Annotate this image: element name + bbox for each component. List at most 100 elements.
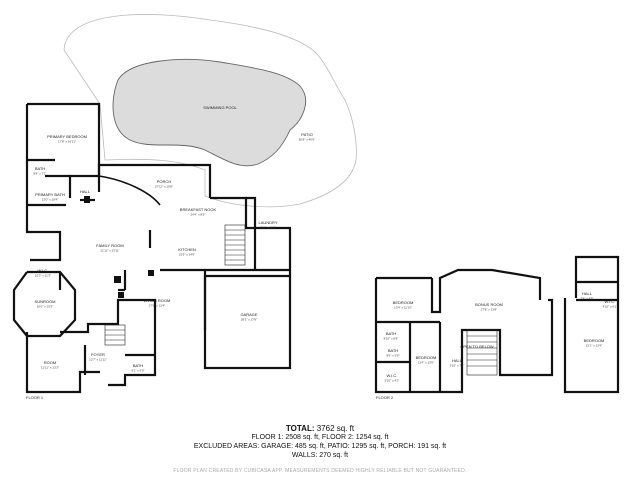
room-name: OPEN TO BELOW: [460, 344, 494, 349]
room-open-to-below: OPEN TO BELOW: [460, 344, 494, 349]
floor-2-stairs: [466, 329, 498, 376]
patio-outline: [63, 14, 357, 208]
floor-1-walls: [12, 102, 292, 394]
room-name: BATH: [388, 348, 398, 353]
room-dims: 28'3" x 27'9": [241, 318, 257, 322]
room-dims: 24'4" x 8'9": [191, 213, 206, 217]
floors-summary: FLOOR 1: 2508 sq. ft, FLOOR 2: 1254 sq. …: [251, 434, 389, 441]
floor-1-pillars: [84, 196, 154, 298]
room-dims: 8'8" x 7'1": [33, 172, 46, 176]
room-dims: 23'6" x 14'6": [179, 253, 195, 257]
room-name: SWIMMING POOL: [203, 105, 237, 110]
room-name: FOYER: [91, 352, 105, 357]
walls-summary: WALLS: 270 sq. ft: [291, 452, 349, 459]
room-dims: 13'4" x 11'10": [394, 306, 412, 310]
disclaimer: FLOOR PLAN CREATED BY CUBICASA APP. MEAS…: [173, 468, 467, 474]
room-name: HALL: [582, 291, 593, 296]
room-dims: 3'10" x 7'1": [450, 364, 465, 368]
total-line: TOTAL: 3762 sq. ft: [0, 424, 640, 433]
area-summary: TOTAL: 3762 sq. ft FLOOR 1: 2508 sq. ft,…: [0, 424, 640, 476]
room-dims: 11'4" x 13'0": [418, 361, 434, 365]
room-dims: 27'11" x 10'8": [155, 185, 173, 189]
room-dims: 8'11" x 11'9": [260, 226, 276, 230]
excluded-summary: EXCLUDED AREAS: GARAGE: 485 sq. ft, PATI…: [193, 443, 447, 450]
room-wic-1: W.I.C.10'3" x 11'3": [35, 268, 51, 278]
room-dims: 8'6" x 5'9": [386, 354, 399, 358]
room-name: HALL: [80, 189, 91, 194]
total-value: 3762 sq. ft: [316, 424, 355, 433]
floor-2-walls: [374, 255, 620, 394]
room-dims: 12'7" x 11'11": [89, 358, 107, 362]
room-name: BREAKFAST NOOK: [180, 207, 217, 212]
room-dims: 6'1" x 6'0": [131, 369, 144, 373]
room-dims: 5'10" x 4'2": [385, 379, 400, 383]
room-dims: 10'3" x 11'3": [35, 274, 51, 278]
room-dims: 17'9" x 12'4": [149, 304, 165, 308]
room-name: GARAGE: [240, 312, 257, 317]
room-name: FAMILY ROOM: [96, 243, 123, 248]
room-name: BATH: [133, 363, 143, 368]
room-name: PORCH: [157, 179, 172, 184]
room-dims: 13'0" x 18'4": [42, 198, 58, 202]
room-name: ROOM: [44, 360, 56, 365]
room-name: HALL: [452, 358, 463, 363]
room-dims: 8'10" x 8'8": [384, 337, 399, 341]
room-name: SUNROOM: [35, 299, 56, 304]
floor-1-stairs: [104, 224, 246, 346]
room-name: LAUNDRY: [258, 220, 277, 225]
room-name: BEDROOM: [416, 355, 437, 360]
room-name: BEDROOM: [584, 338, 605, 343]
room-name: W.I.C.: [387, 373, 398, 378]
swimming-pool-shape: [112, 58, 306, 167]
room-wic-2: W.I.C.4'10" x 6'1": [603, 299, 618, 309]
room-dims: 16'0" x 15'3": [37, 305, 53, 309]
room-dims: 27'8" x 13'8": [481, 308, 497, 312]
room-name: PATIO: [301, 132, 312, 137]
room-name: W.I.C.: [38, 268, 49, 273]
room-swimming-pool: SWIMMING POOL: [203, 105, 237, 110]
floor-1-label: FLOOR 1: [26, 395, 44, 400]
room-hall-1: HALL: [80, 189, 91, 194]
total-label: TOTAL:: [285, 424, 315, 433]
room-dims: 3'8" x 8'5": [580, 297, 593, 301]
room-name: KITCHEN: [178, 247, 196, 252]
room-dims: 4'10" x 6'1": [603, 305, 618, 309]
room-name: W.I.C.: [605, 299, 616, 304]
room-name: PRIMARY BATH: [35, 192, 65, 197]
room-name: BEDROOM: [393, 300, 414, 305]
room-dims: 12'11" x 13'3": [41, 366, 59, 370]
room-name: BATH: [386, 331, 396, 336]
room-name: BATH: [35, 166, 45, 171]
room-name: BONUS ROOM: [475, 302, 503, 307]
room-name: PRIMARY BEDROOM: [47, 134, 87, 139]
porch-arc: [98, 175, 161, 206]
floor-2-label: FLOOR 2: [376, 395, 394, 400]
room-dims: 13'1" x 13'4": [586, 344, 602, 348]
room-name: LIVING ROOM: [144, 298, 171, 303]
room-dims: 17'8" x 16'11": [58, 140, 76, 144]
